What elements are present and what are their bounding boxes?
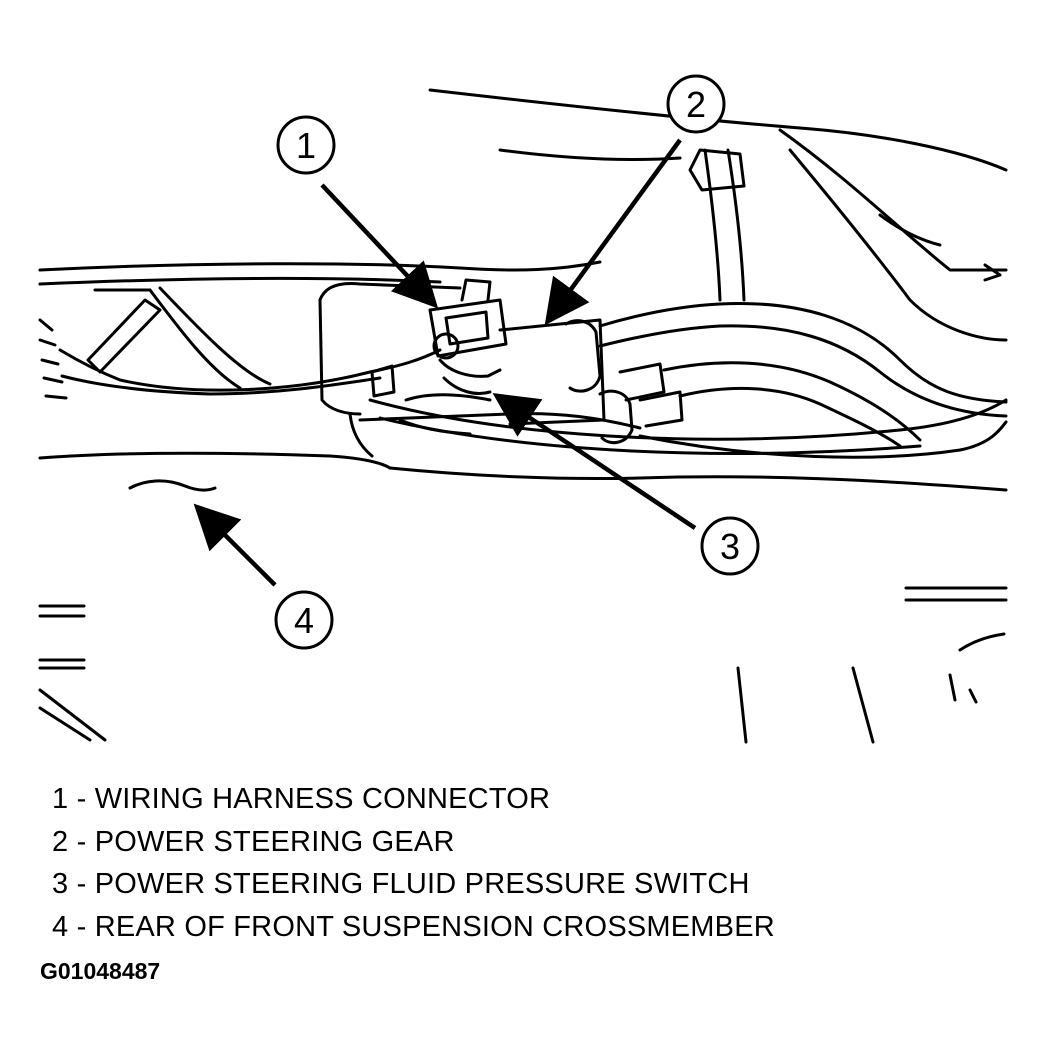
hydraulic-tubes	[368, 148, 1008, 459]
callout-1: 1	[276, 115, 336, 175]
callout-3: 3	[700, 516, 760, 576]
legend-item-2: 2 - POWER STEERING GEAR	[52, 825, 455, 858]
harness-connector-drawing	[428, 278, 508, 395]
figure-id: G01048487	[40, 958, 161, 984]
crossmember-outline	[38, 451, 1008, 744]
legend-item-3: 3 - POWER STEERING FLUID PRESSURE SWITCH	[52, 868, 750, 900]
callout-2: 2	[666, 74, 726, 134]
body-panel	[38, 88, 1008, 342]
callout-4: 4	[274, 590, 334, 650]
arrow-2	[544, 138, 682, 326]
arrow-1	[320, 183, 439, 309]
callout-4-number: 4	[294, 600, 314, 641]
callout-2-number: 2	[686, 84, 706, 125]
legend-item-1: 1 - WIRING HARNESS CONNECTOR	[52, 783, 551, 815]
pressure-switch-fittings	[564, 319, 684, 445]
steering-gear-illustration: 1 2 3 4	[38, 74, 1008, 744]
legend-item-4: 4 - REAR OF FRONT SUSPENSION CROSSMEMBER	[52, 910, 775, 943]
callout-1-number: 1	[296, 125, 316, 166]
legend: 1 - WIRING HARNESS CONNECTOR 2 - POWER S…	[52, 778, 775, 948]
steering-gear-housing	[318, 282, 642, 458]
leader-arrows	[193, 138, 697, 587]
callout-3-number: 3	[720, 526, 740, 567]
arrow-4	[193, 503, 277, 587]
arrow-3	[492, 393, 697, 530]
wiring-harness	[38, 286, 442, 400]
